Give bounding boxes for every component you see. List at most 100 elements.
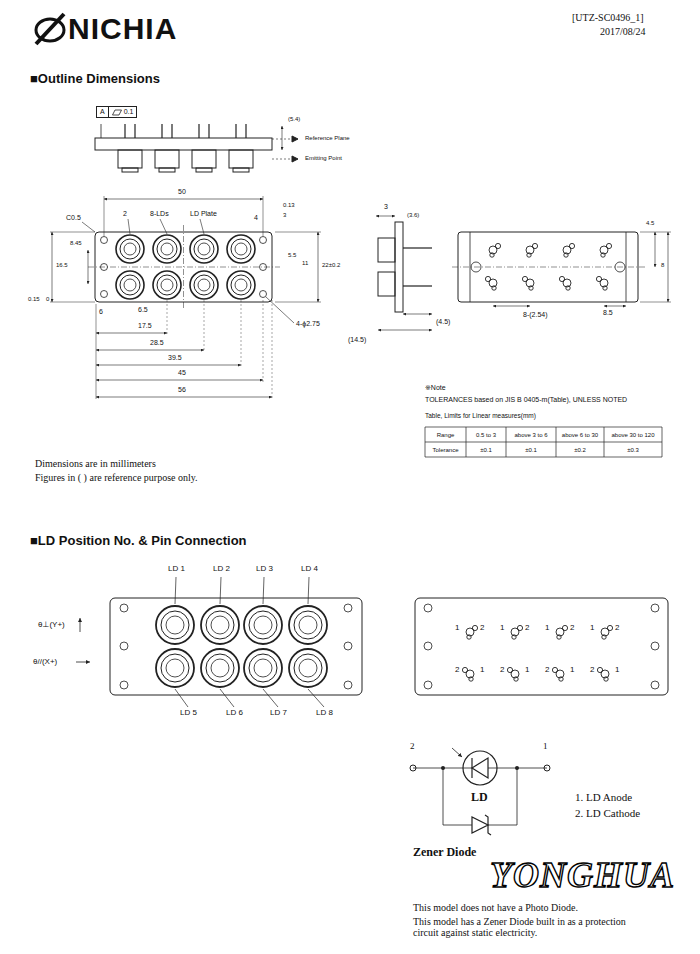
mounting-hole (101, 237, 108, 244)
mounting-hole (424, 681, 432, 689)
ld-can-inner (194, 239, 214, 259)
wire (443, 825, 472, 826)
mounting-hole (651, 681, 659, 689)
note-text: This model does not have a Photo Diode. (413, 902, 578, 913)
table-rule (604, 427, 605, 457)
extension-line (263, 196, 264, 236)
ld-can-outer (156, 649, 194, 687)
dimension-line (96, 365, 241, 366)
table-cell: ±0.2 (574, 446, 586, 453)
dimension-line (318, 232, 319, 302)
pin-pad (512, 635, 516, 639)
section-heading: ■Outline Dimensions (30, 72, 160, 86)
table-cell: Tolerance (432, 446, 458, 453)
extension-line (275, 232, 321, 233)
pin-number: 2 (525, 624, 529, 633)
pin-legend: 1. LD Anode (575, 791, 632, 803)
ld-number: LD 2 (213, 565, 230, 574)
emission-arrow (452, 748, 462, 757)
ld-plate-front (110, 598, 362, 695)
mounting-hole (120, 604, 128, 612)
dimension-line (604, 306, 626, 307)
pin-pad (485, 276, 490, 281)
wire (463, 768, 472, 769)
dimension-value: 0.13 (283, 202, 295, 209)
table-rule (425, 427, 662, 428)
lead-pin (134, 124, 135, 138)
ld-lens-side (196, 168, 212, 172)
pin-number: 1 (545, 624, 549, 633)
diode-symbol (472, 758, 488, 778)
dimension-value: 28.5 (150, 339, 164, 347)
extension-line (167, 300, 168, 335)
ld-window (254, 616, 272, 634)
ld-can-outer (156, 606, 194, 644)
ld-can-inner (161, 611, 189, 639)
ld-number: LD 3 (256, 565, 273, 574)
ld-can-outer (201, 606, 239, 644)
ld-can-inner (249, 654, 277, 682)
mounting-hole (615, 262, 625, 272)
dimension-value: 5.5 (288, 252, 296, 259)
ld-can-inner (157, 275, 177, 295)
leader-line (82, 222, 95, 232)
ld-window (235, 279, 247, 291)
dimension-line (96, 380, 263, 381)
datum-letter: A (100, 108, 105, 116)
pin-number: 2 (615, 624, 619, 633)
leader-line (263, 689, 278, 707)
ld-can-inner (161, 654, 189, 682)
pin-pad (559, 276, 564, 281)
ld-number: LD 1 (168, 565, 185, 574)
lead-pin (171, 124, 172, 138)
pin-pad (467, 635, 471, 639)
dimension-line (96, 350, 204, 351)
dimension-value: (5.4) (288, 116, 300, 123)
part-label: LD Plate (190, 210, 217, 218)
pin-number: 1 (480, 666, 484, 675)
pin-pad (597, 667, 602, 672)
ld-can-inner (294, 611, 322, 639)
mounting-hole (424, 642, 432, 650)
mounting-hole (260, 237, 267, 244)
tolerance-frame: 0.1 (108, 106, 138, 118)
dimension-line (668, 232, 669, 302)
ld-can-inner (231, 275, 251, 295)
pin-number: 1 (615, 666, 619, 675)
dimension-value: 0 (46, 296, 49, 303)
ld-can-outer (289, 649, 327, 687)
ld-can-outer (227, 271, 255, 299)
ld-lens-side (233, 168, 249, 172)
extension-line (241, 300, 242, 367)
ld-can-edge (378, 238, 395, 262)
leader-line (128, 219, 130, 234)
pin-number: 2 (500, 666, 504, 675)
component-label: Zener Diode (413, 846, 476, 859)
pin-pad (527, 253, 531, 257)
ld-can-outer (244, 606, 282, 644)
pin-number: 1 (455, 624, 459, 633)
ld-window (299, 659, 317, 677)
flange-line (470, 232, 471, 302)
dimension-value: 4-ϕ2.75 (296, 320, 320, 328)
leader-line (220, 577, 221, 604)
dimension-line (88, 250, 89, 284)
pin-pad (559, 677, 563, 681)
mounting-hole (471, 262, 481, 272)
axis-label: θ⊥(Y+) (38, 621, 65, 630)
center-line (183, 225, 184, 310)
center-line (88, 267, 280, 268)
pin-number: 1 (525, 666, 529, 675)
dimension-value: 4.5 (646, 220, 654, 227)
emitting-line (272, 159, 290, 160)
pin-number: 2 (480, 624, 484, 633)
dimension-value: 8.5 (603, 309, 613, 317)
pin-pad (529, 286, 533, 290)
note-text: Figures in ( ) are reference purpose onl… (35, 472, 198, 483)
dimension-line (376, 216, 395, 217)
mounting-hole (424, 604, 432, 612)
pin-number: 2 (455, 666, 459, 675)
ld-can-outer (153, 271, 181, 299)
dimension-value: 6 (99, 308, 103, 316)
leader-line (220, 689, 234, 707)
